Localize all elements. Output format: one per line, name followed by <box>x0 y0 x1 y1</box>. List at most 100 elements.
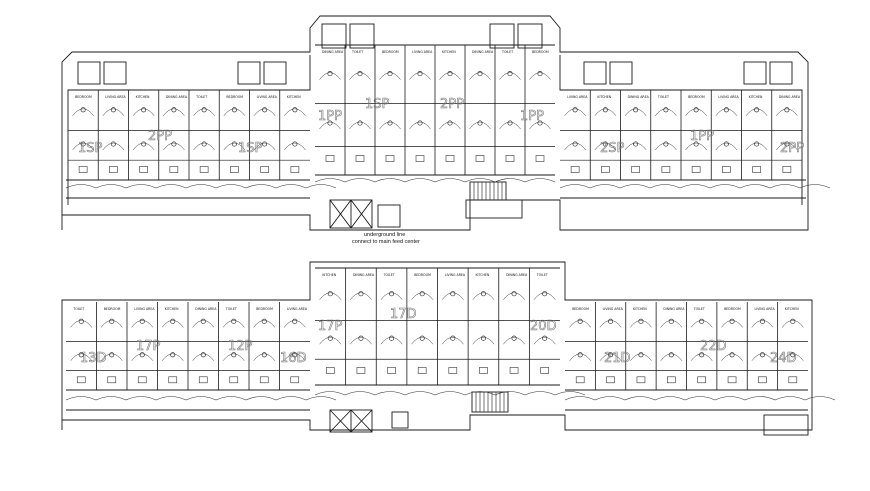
room-label: DINING AREA <box>779 95 801 99</box>
circuit-arc <box>193 142 215 151</box>
light-fixture-icon <box>447 120 453 126</box>
light-fixture-icon <box>261 352 267 358</box>
sanitary-fixture-icon <box>385 155 395 162</box>
circuit-arc <box>411 292 434 300</box>
light-fixture-icon <box>784 141 790 147</box>
circuit-arc <box>409 121 431 130</box>
light-fixture-icon <box>790 318 796 324</box>
light-fixture-icon <box>723 107 729 113</box>
room-label: BEDROOM <box>724 307 741 311</box>
light-fixture-icon <box>358 335 364 341</box>
light-fixture-icon <box>231 352 237 358</box>
light-fixture-icon <box>577 318 583 324</box>
circuit-arc <box>379 72 401 80</box>
circuit-arc <box>411 336 434 345</box>
light-fixture-icon <box>419 335 425 341</box>
circuit-arc <box>222 353 245 361</box>
circuit-arc <box>781 353 804 361</box>
light-fixture-icon <box>784 107 790 113</box>
wiring-runs <box>65 72 836 401</box>
light-fixture-icon <box>110 107 116 113</box>
light-fixture-icon <box>109 352 115 358</box>
sanitary-fixture-icon <box>752 166 761 173</box>
sanitary-fixture-icon <box>667 376 676 384</box>
room-label: TOILET <box>72 307 84 311</box>
circuit-arc <box>409 72 431 80</box>
sanitary-fixture-icon <box>199 166 209 173</box>
room-label: BEDROOM <box>414 273 431 277</box>
light-fixture-icon <box>537 71 543 77</box>
light-fixture-icon <box>729 318 735 324</box>
unit-tag: 2SP <box>600 141 625 156</box>
sanitary-fixture-icon <box>606 376 615 384</box>
light-fixture-icon <box>357 120 363 126</box>
unit-tag: 24D <box>770 351 797 366</box>
circuit-arc <box>499 72 521 80</box>
light-fixture-icon <box>754 141 760 147</box>
light-fixture-icon <box>231 318 237 324</box>
room-label: LIVING AREA <box>257 95 278 99</box>
light-fixture-icon <box>507 120 513 126</box>
light-fixture-icon <box>693 107 699 113</box>
light-fixture-icon <box>327 120 333 126</box>
circuit-arc <box>594 108 617 116</box>
circuit-arc <box>533 292 556 300</box>
circuit-arc <box>131 320 154 328</box>
circuit-arc <box>503 292 525 300</box>
sanitary-fixture-icon <box>601 166 610 173</box>
light-fixture-icon <box>171 141 177 147</box>
circuit-arc <box>379 121 401 130</box>
room-label: BEDROOM <box>532 50 549 54</box>
room-label: DINING AREA <box>663 307 685 311</box>
circuit-arc <box>132 108 155 116</box>
sanitary-fixture-icon <box>290 166 300 173</box>
circuit-arc <box>350 336 372 345</box>
light-fixture-icon <box>572 107 578 113</box>
circuit-arc <box>441 336 464 345</box>
circuit-arc <box>751 320 774 328</box>
room-label: LIVING AREA <box>754 307 775 311</box>
room-label: LIVING AREA <box>134 307 155 311</box>
circuit-arc <box>685 108 707 116</box>
room-label: TOILET <box>536 273 548 277</box>
light-fixture-icon <box>109 318 115 324</box>
corridor-wiring <box>314 178 556 183</box>
sanitary-fixture-icon <box>505 155 515 162</box>
unit-tag: 12P <box>228 339 253 354</box>
circuit-arc <box>569 320 592 328</box>
sanitary-fixture-icon <box>76 376 86 384</box>
unit-tag: 2PP <box>440 97 464 112</box>
unit-tag: 17D <box>390 307 417 322</box>
sanitary-fixture-icon <box>325 155 335 162</box>
light-fixture-icon <box>292 107 298 113</box>
light-fixture-icon <box>511 291 517 297</box>
sanitary-fixture-icon <box>636 376 646 384</box>
light-fixture-icon <box>389 291 395 297</box>
sanitary-fixture-icon <box>168 376 178 384</box>
light-fixture-icon <box>633 141 639 147</box>
light-fixture-icon <box>450 291 456 297</box>
light-fixture-icon <box>507 71 513 77</box>
room-label: DINING AREA <box>472 50 494 54</box>
room-label: LIVING AREA <box>567 95 588 99</box>
light-fixture-icon <box>200 352 206 358</box>
circuit-arc <box>319 72 341 80</box>
light-fixture-icon <box>480 291 486 297</box>
light-fixture-icon <box>417 71 423 77</box>
circuit-arc <box>630 320 652 328</box>
room-label: KITCHEN <box>597 95 611 99</box>
light-fixture-icon <box>447 71 453 77</box>
sanitary-fixture-icon <box>290 376 300 384</box>
circuit-arc <box>380 292 403 300</box>
unit-tag: 1SP <box>365 97 390 112</box>
light-fixture-icon <box>327 335 333 341</box>
sanitary-fixture-icon <box>570 166 580 173</box>
circuit-arc <box>161 353 184 361</box>
circuit-arc <box>630 353 652 361</box>
light-fixture-icon <box>663 107 669 113</box>
sanitary-fixture-icon <box>259 376 269 384</box>
room-label: BEDROOM <box>104 307 121 311</box>
circuit-arc <box>776 108 798 116</box>
room-label: KITCHEN <box>165 307 179 311</box>
